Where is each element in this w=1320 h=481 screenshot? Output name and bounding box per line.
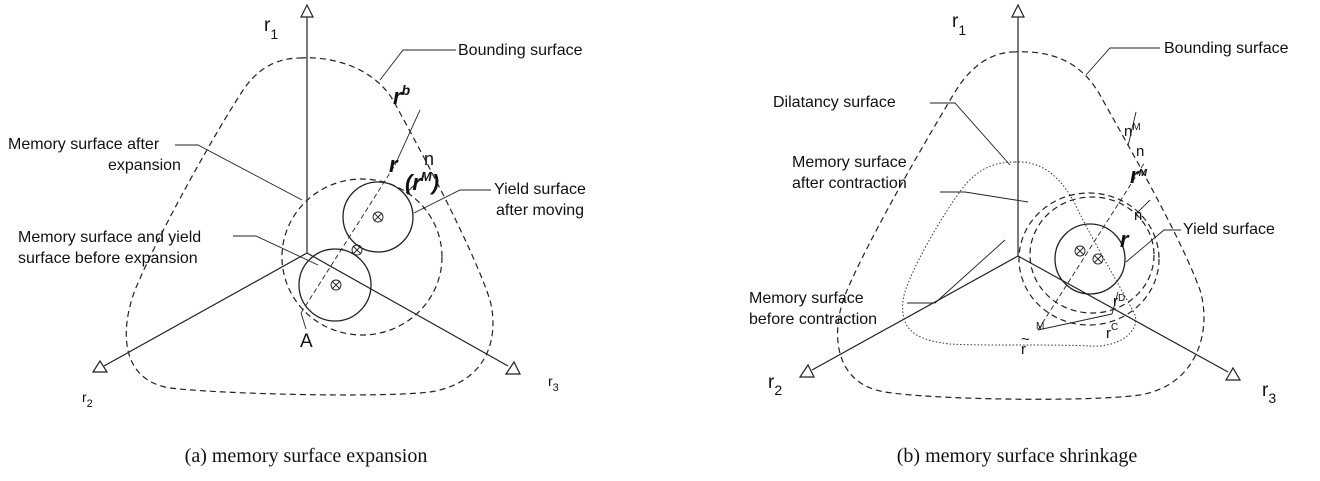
dilatancy-surface [902,161,1137,347]
vector-rtilde-sup: M [1036,321,1044,332]
center-marker-icon [372,211,384,223]
projection-line-rb [300,164,396,314]
axis-r2-arrow-icon-b [798,363,815,378]
vector-n-lower: n [1134,207,1142,224]
vector-nM: nM [1124,122,1141,140]
label-memory-before-l2: surface before expansion [18,250,198,267]
label-yield-after-l2: after moving [496,202,584,219]
axis-r1-arrow-icon-b [1011,3,1025,18]
leader-yield-after-a [413,189,491,214]
point-a-label: A [300,331,313,352]
axis-r2-line [103,252,308,367]
label-memory-before-l1: Memory surface and yield [18,229,201,246]
label-yield-surface-b: Yield surface [1183,221,1275,238]
axis-r2-line-b [811,255,1019,371]
leader-yield-b [1125,229,1181,263]
axis-r3-label-b: r3 [1262,380,1276,406]
normal-n-line [405,175,425,194]
leader-memory-before-b [907,239,1006,304]
leader-memory-after-a [175,144,303,201]
label-bounding-surface-b: Bounding surface [1164,40,1289,57]
vector-rb: rb [393,82,411,109]
vector-n: n [424,149,434,169]
vector-rM: rM [1130,163,1148,188]
label-memory-after-contraction-l1: Memory surface [792,154,907,171]
caption-b: (b) memory surface shrinkage [897,445,1138,467]
n-lower-line [1135,199,1151,215]
axis-r2-label: r2 [82,389,93,410]
leader-dilatancy [930,102,1011,166]
axis-r2-arrow-icon [91,359,109,373]
center-marker-icon [330,279,342,291]
projection-line-b [1037,161,1146,331]
label-memory-before-contraction-l1: Memory surface [749,290,864,307]
memory-surface-after-expansion [281,178,443,336]
label-memory-after-expansion-l1: Memory surface after [8,136,160,153]
axis-r3-arrow-icon-b [1224,366,1242,381]
vector-rD: rD [1113,293,1125,310]
point-a-tick [300,312,307,330]
label-memory-before-contraction-l2: before contraction [749,311,877,328]
axis-r1-arrow-icon [300,3,314,18]
leader-memory-after-b [940,191,1029,203]
yield-surface-after-moving [342,181,414,253]
bounding-surface-b [836,51,1205,400]
nM-line [1127,111,1137,147]
label-dilatancy-surface: Dilatancy surface [773,94,896,111]
center-marker-icon [1074,245,1086,257]
axis-r2-label-b: r2 [768,372,782,398]
center-marker-icon [1092,253,1104,265]
memory-surface-after-contraction [1029,196,1155,314]
bounding-surface-a [125,57,494,396]
vector-n-upper: n [1136,143,1144,160]
axis-r3-line [306,252,509,367]
label-memory-after-expansion-l2: expansion [108,157,181,174]
axis-r1-label-b: r1 [952,11,966,38]
memory-yield-surface-before [298,248,372,322]
vector-rtilde: r [1021,341,1026,358]
label-yield-after-l1: Yield surface [494,181,586,198]
panel-a: r1 r2 r3 rb r n (rM) A [8,3,586,467]
vector-r-b: r [1120,227,1130,252]
leader-bounding-a [379,49,456,81]
label-memory-after-contraction-l2: after contraction [792,175,907,192]
vector-r: r [389,152,399,177]
rtilde-line [1037,313,1113,331]
axis-r3-line-b [1017,255,1229,373]
leader-bounding-b [1085,47,1160,76]
caption-a: (a) memory surface expansion [185,445,428,467]
axis-r1-label: r1 [264,15,278,42]
leader-memory-before-a [233,235,319,266]
label-bounding-surface-a: Bounding surface [458,42,583,59]
axis-r3-label: r3 [548,373,559,394]
projection-line-upper [394,109,421,166]
rc-rd-line [1111,291,1119,315]
memory-surface-before-contraction [1018,192,1160,326]
panel-b: r1 r2 r3 nM n rM n r rD rC ~ M [749,3,1289,467]
axis-r3-arrow-icon [504,360,521,375]
center-marker-icon [351,244,363,256]
vector-rm: (rM) [405,169,439,195]
yield-surface-b [1054,223,1126,295]
vector-rC: rC [1106,322,1118,342]
vector-rtilde-tilde: ~ [1021,331,1030,348]
